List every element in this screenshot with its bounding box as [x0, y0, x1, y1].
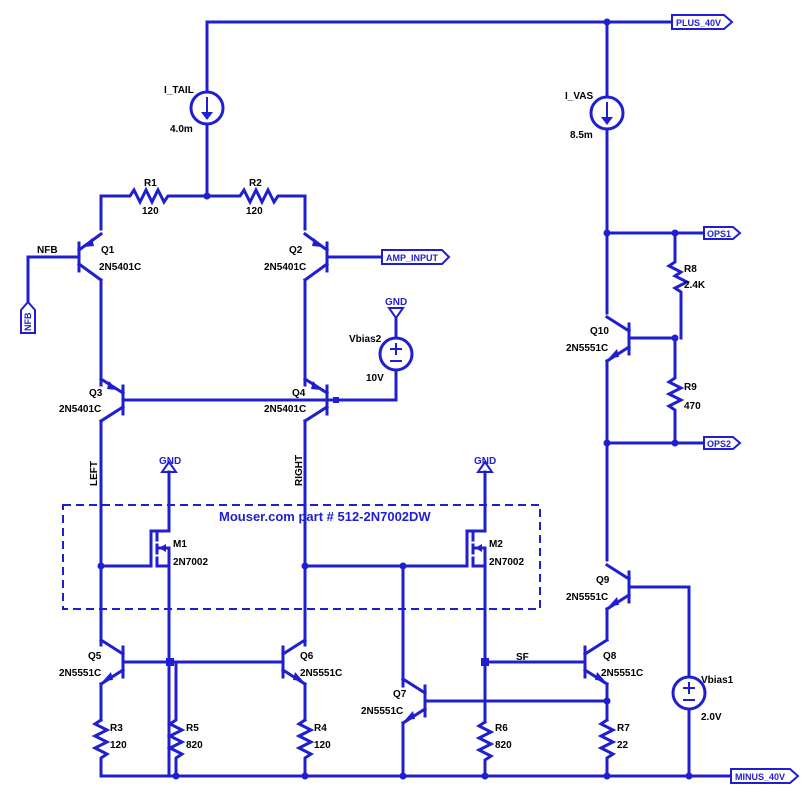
q8-name: Q8: [603, 651, 617, 662]
q5-name: Q5: [88, 651, 102, 662]
q9-transistor: [604, 562, 691, 678]
m2-gnd-label: GND: [474, 456, 496, 467]
minus-rail-label: MINUS_40V: [735, 772, 785, 782]
q6-name: Q6: [300, 651, 314, 662]
q4-name: Q4: [292, 388, 306, 399]
m2-name: M2: [489, 539, 503, 550]
vbias1-name: Vbias1: [701, 675, 734, 686]
ops2-port: [603, 436, 742, 450]
i-vas-value: 8.5m: [570, 130, 593, 141]
r5-name: R5: [186, 723, 199, 734]
q5-value: 2N5551C: [59, 668, 101, 679]
r9-resistor: [665, 336, 685, 445]
q2-name: Q2: [289, 245, 303, 256]
r6-name: R6: [495, 723, 508, 734]
q3-transistor: [98, 374, 398, 647]
vbias1-source: [671, 675, 707, 780]
q1-transistor: [26, 231, 104, 387]
r3-value: 120: [110, 740, 127, 751]
minus-rail: [99, 768, 800, 784]
i-vas-source: [589, 18, 625, 315]
vbias2-value: 10V: [366, 373, 384, 384]
q7-name: Q7: [393, 689, 407, 700]
nfb-port: [20, 300, 36, 334]
r8-value: 2.4K: [684, 280, 706, 291]
m1-value: 2N7002: [173, 557, 208, 568]
m2-value: 2N7002: [489, 557, 524, 568]
m1-mosfet: [99, 460, 178, 778]
r2-resistor: [205, 186, 307, 231]
m2-mosfet: [303, 460, 494, 724]
q10-name: Q10: [590, 326, 609, 337]
i-tail-name: I_TAIL: [164, 85, 194, 96]
r9-value: 470: [684, 401, 701, 412]
q4-value: 2N5401C: [264, 404, 306, 415]
r5-resistor: [166, 660, 186, 778]
right-net-label: RIGHT: [294, 455, 305, 486]
q10-value: 2N5551C: [566, 343, 608, 354]
q6-value: 2N5551C: [300, 668, 342, 679]
q10-transistor: [604, 314, 677, 562]
r6-value: 820: [495, 740, 512, 751]
q2-transistor: [302, 231, 451, 387]
ops1-port: [603, 226, 742, 240]
vbias2-gnd-label: GND: [385, 297, 407, 308]
r8-name: R8: [684, 264, 697, 275]
vbias2-source: [378, 307, 414, 382]
amp-input-label: AMP_INPUT: [386, 253, 439, 263]
r3-name: R3: [110, 723, 123, 734]
m1-name: M1: [173, 539, 187, 550]
r2-name: R2: [249, 178, 262, 189]
plus-rail: [205, 14, 734, 30]
q8-value: 2N5551C: [601, 668, 643, 679]
r4-name: R4: [314, 723, 327, 734]
q3-value: 2N5401C: [59, 404, 101, 415]
ops1-label: OPS1: [707, 229, 731, 239]
q3-name: Q3: [89, 388, 103, 399]
r4-value: 120: [314, 740, 331, 751]
mouser-part-note: Mouser.com part # 512-2N7002DW: [219, 509, 431, 524]
q9-name: Q9: [596, 575, 610, 586]
nfb-port-label: NFB: [23, 312, 33, 331]
r7-value: 22: [617, 740, 629, 751]
vbias1-value: 2.0V: [701, 712, 722, 723]
mosfet-package-box: [62, 504, 541, 610]
q1-name: Q1: [101, 245, 115, 256]
i-tail-value: 4.0m: [170, 124, 193, 135]
r7-name: R7: [617, 723, 630, 734]
q1-value: 2N5401C: [99, 262, 141, 273]
i-vas-name: I_VAS: [565, 91, 593, 102]
q7-transistor: [400, 564, 609, 778]
r5-value: 820: [186, 740, 203, 751]
r2-value: 120: [246, 206, 263, 217]
r1-resistor: [99, 186, 209, 231]
r1-name: R1: [144, 178, 157, 189]
q7-value: 2N5551C: [361, 706, 403, 717]
r9-name: R9: [684, 382, 697, 393]
q9-value: 2N5551C: [566, 592, 608, 603]
plus-rail-label: PLUS_40V: [676, 18, 721, 28]
i-tail-source: [189, 20, 225, 200]
q6-transistor: [280, 637, 315, 778]
nfb-label: NFB: [37, 245, 58, 256]
q2-value: 2N5401C: [264, 262, 306, 273]
r6-resistor: [475, 719, 495, 778]
q8-transistor: [481, 637, 617, 778]
left-net-label: LEFT: [89, 461, 100, 486]
vbias2-name: Vbias2: [349, 334, 382, 345]
q4-transistor: [302, 376, 339, 647]
q5-transistor: [91, 637, 285, 778]
r1-value: 120: [142, 206, 159, 217]
m1-gnd-label: GND: [159, 456, 181, 467]
ops2-label: OPS2: [707, 439, 731, 449]
sf-net-label: SF: [516, 652, 529, 663]
